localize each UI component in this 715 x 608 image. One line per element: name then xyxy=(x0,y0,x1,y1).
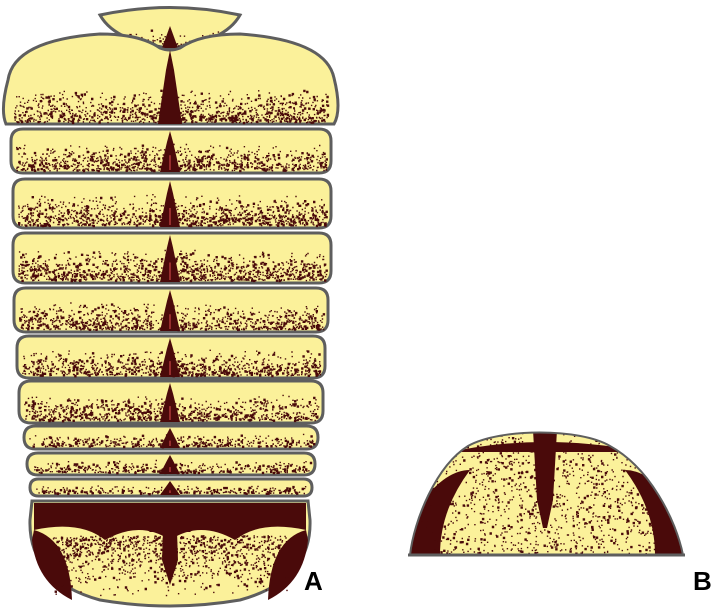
tergite-9 xyxy=(27,453,315,475)
dorsal-view-panel-a xyxy=(3,8,338,607)
panel-label-a: A xyxy=(304,568,323,594)
pleotelson xyxy=(30,501,310,606)
tergite-3 xyxy=(13,179,331,228)
tergite-5 xyxy=(14,288,328,332)
cross-section-panel-b xyxy=(408,430,685,555)
tergite-7 xyxy=(19,381,323,423)
tergite-10 xyxy=(30,479,312,496)
tergite-8 xyxy=(24,426,318,449)
pleotelson-crossbar xyxy=(140,525,200,532)
panel-label-b: B xyxy=(693,568,712,594)
tergite-6 xyxy=(17,336,325,378)
tergite-2 xyxy=(11,129,331,173)
tergite-4 xyxy=(13,233,331,283)
